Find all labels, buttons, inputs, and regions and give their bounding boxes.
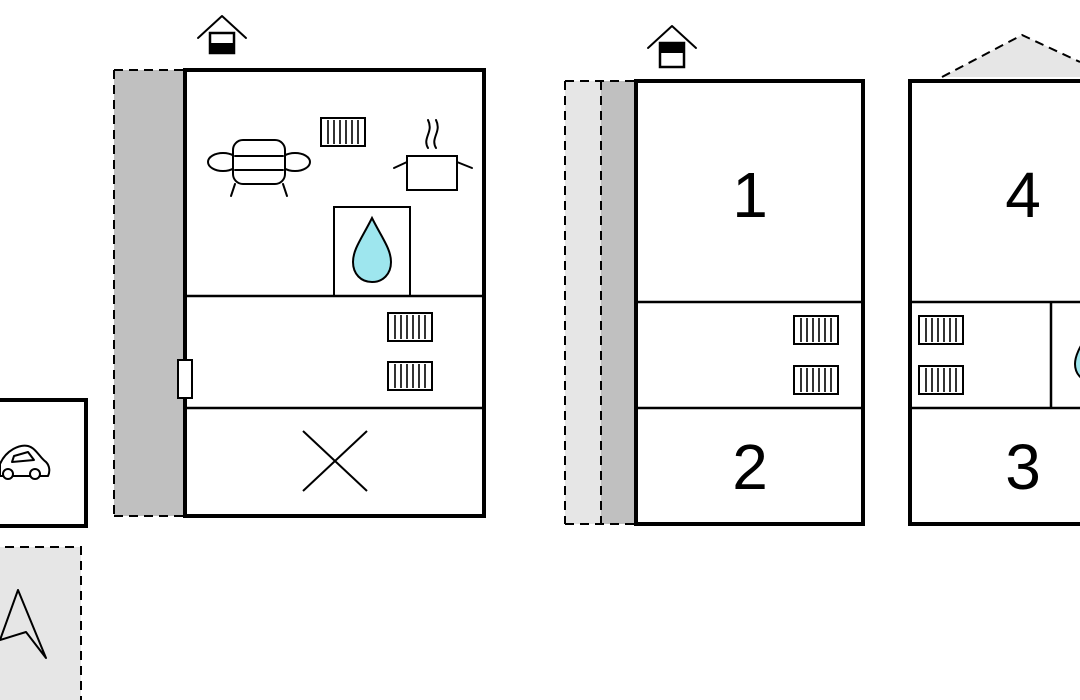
room-label-3: 3 [1005, 431, 1041, 503]
compass-box [0, 546, 82, 700]
garage-outline [0, 398, 88, 528]
balcony-dark [601, 81, 634, 524]
upper-floor-left: 1 2 [564, 25, 865, 526]
compass-area [0, 546, 82, 700]
radiator-icon [387, 312, 433, 342]
cross-icon [302, 430, 368, 492]
radiator-icon [320, 117, 366, 147]
balcony-light [565, 81, 601, 524]
water-drop-icon [1073, 345, 1080, 379]
upper-floor-right: 4 3 [908, 33, 1080, 526]
radiator-icon [387, 361, 433, 391]
house-entrance-icon [197, 15, 247, 55]
radiator-icon [793, 365, 839, 395]
garage [0, 398, 88, 528]
ground-floor [113, 15, 486, 518]
radiator-icon [918, 365, 964, 395]
water-tank [333, 206, 411, 297]
radiator-icon [793, 315, 839, 345]
cooking-pot-icon [393, 119, 473, 191]
compass-arrow-icon [0, 589, 47, 659]
room-label-4: 4 [1005, 159, 1041, 231]
ground-floor-outline [183, 68, 486, 518]
water-drop-icon [351, 215, 393, 284]
door [177, 359, 193, 399]
radiator-icon [918, 315, 964, 345]
terrace [114, 70, 184, 516]
house-entrance-icon [647, 25, 697, 69]
room-label-1: 1 [732, 159, 768, 231]
sofa-icon [207, 139, 311, 197]
room-label-2: 2 [732, 431, 768, 503]
car-icon [0, 444, 51, 480]
roof-terrace [942, 35, 1080, 77]
